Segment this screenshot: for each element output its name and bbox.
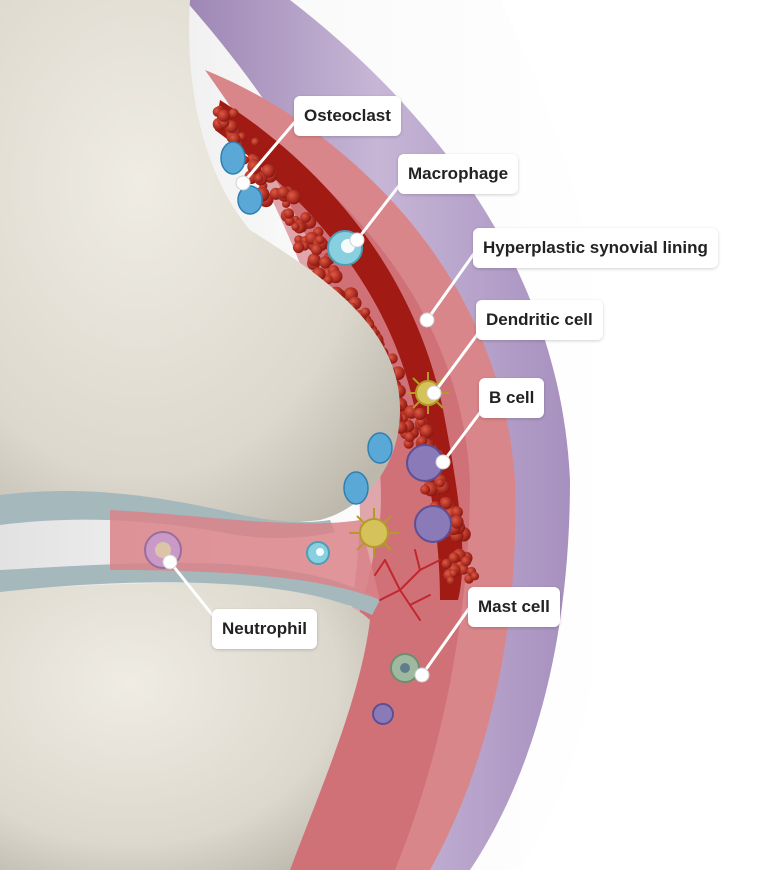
blood-cell	[414, 408, 426, 420]
blood-cell	[229, 108, 239, 118]
blood-cell	[251, 138, 259, 146]
mast-cell	[391, 654, 419, 682]
label-macrophage: Macrophage	[398, 154, 518, 194]
blood-cell	[315, 235, 324, 244]
blood-cell	[449, 552, 460, 563]
blood-cell	[300, 212, 311, 223]
blood-cell	[405, 432, 415, 442]
blood-cell	[287, 190, 301, 204]
label-b-cell: B cell	[479, 378, 544, 418]
blood-cell	[284, 208, 294, 218]
blood-cell	[450, 515, 463, 528]
blood-cell	[311, 244, 322, 255]
blood-cell	[461, 556, 471, 566]
blood-cell	[420, 425, 433, 438]
label-dendritic-cell: Dendritic cell	[476, 300, 603, 340]
blood-cell	[293, 242, 304, 253]
label-neutrophil: Neutrophil	[212, 609, 317, 649]
blood-cell	[291, 223, 299, 231]
blood-cell	[450, 569, 458, 577]
blood-cell	[471, 572, 479, 580]
blood-cell	[447, 577, 455, 585]
blood-cell	[361, 308, 370, 317]
label-mast-cell: Mast cell	[468, 587, 560, 627]
label-hyperplastic-synovial-lining: Hyperplastic synovial lining	[473, 228, 718, 268]
blood-cell	[255, 174, 264, 183]
label-osteoclast: Osteoclast	[294, 96, 401, 136]
blood-cell	[308, 253, 321, 266]
blood-cell	[436, 478, 445, 487]
blood-cell	[319, 256, 331, 268]
blood-cell	[420, 485, 430, 495]
blood-cell	[218, 110, 230, 122]
